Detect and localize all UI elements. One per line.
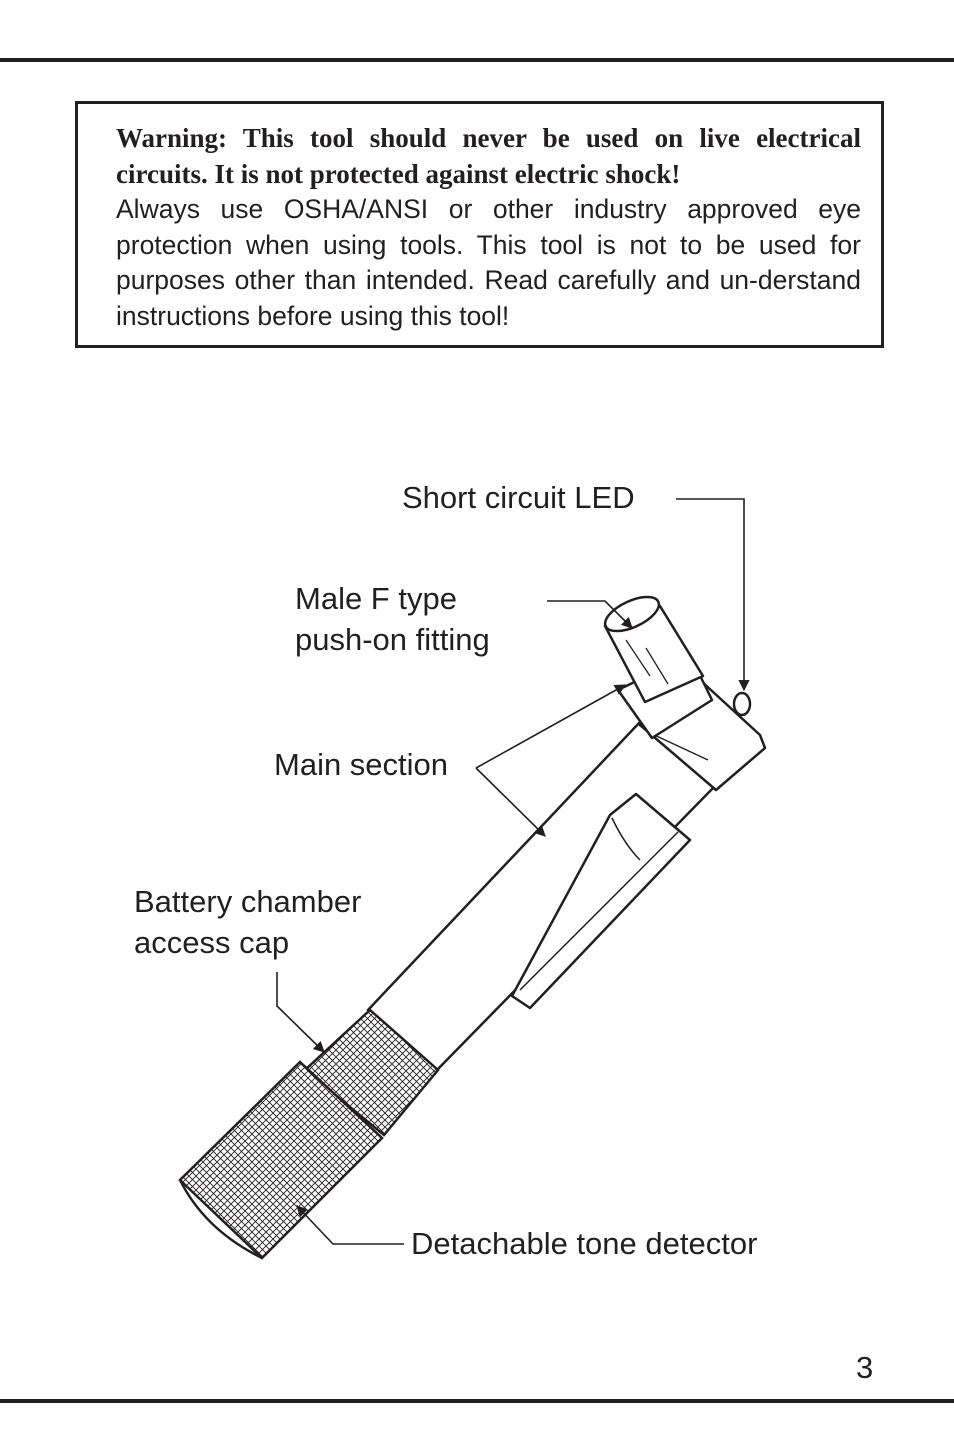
warning-body: Always use OSHA/ANSI or other industry a… (116, 194, 861, 331)
label-fitting-line1: Male F type (295, 581, 457, 616)
warning-box: Warning: This tool should never be used … (75, 101, 884, 348)
main-section-leader-lower (475, 767, 546, 837)
main-section-leader-upper (475, 684, 626, 769)
label-tone-detector: Detachable tone detector (411, 1226, 758, 1261)
led-leader (676, 498, 750, 692)
bottom-rule (0, 1399, 954, 1403)
detector-leader (296, 1205, 404, 1245)
label-battery-line1: Battery chamber (134, 884, 362, 919)
label-battery-line2: access cap (134, 925, 290, 960)
battery-leader (276, 972, 325, 1053)
top-rule (0, 58, 954, 62)
label-main-section: Main section (274, 747, 449, 782)
warning-heading: Warning: This tool should never be used … (116, 123, 861, 189)
label-short-circuit-led: Short circuit LED (402, 480, 635, 515)
label-fitting-line2: push-on fitting (295, 622, 490, 657)
fitting-leader (547, 600, 633, 629)
page-number: 3 (856, 1350, 874, 1385)
battery-cap-knurl (303, 1008, 440, 1137)
led-nub (732, 691, 752, 717)
